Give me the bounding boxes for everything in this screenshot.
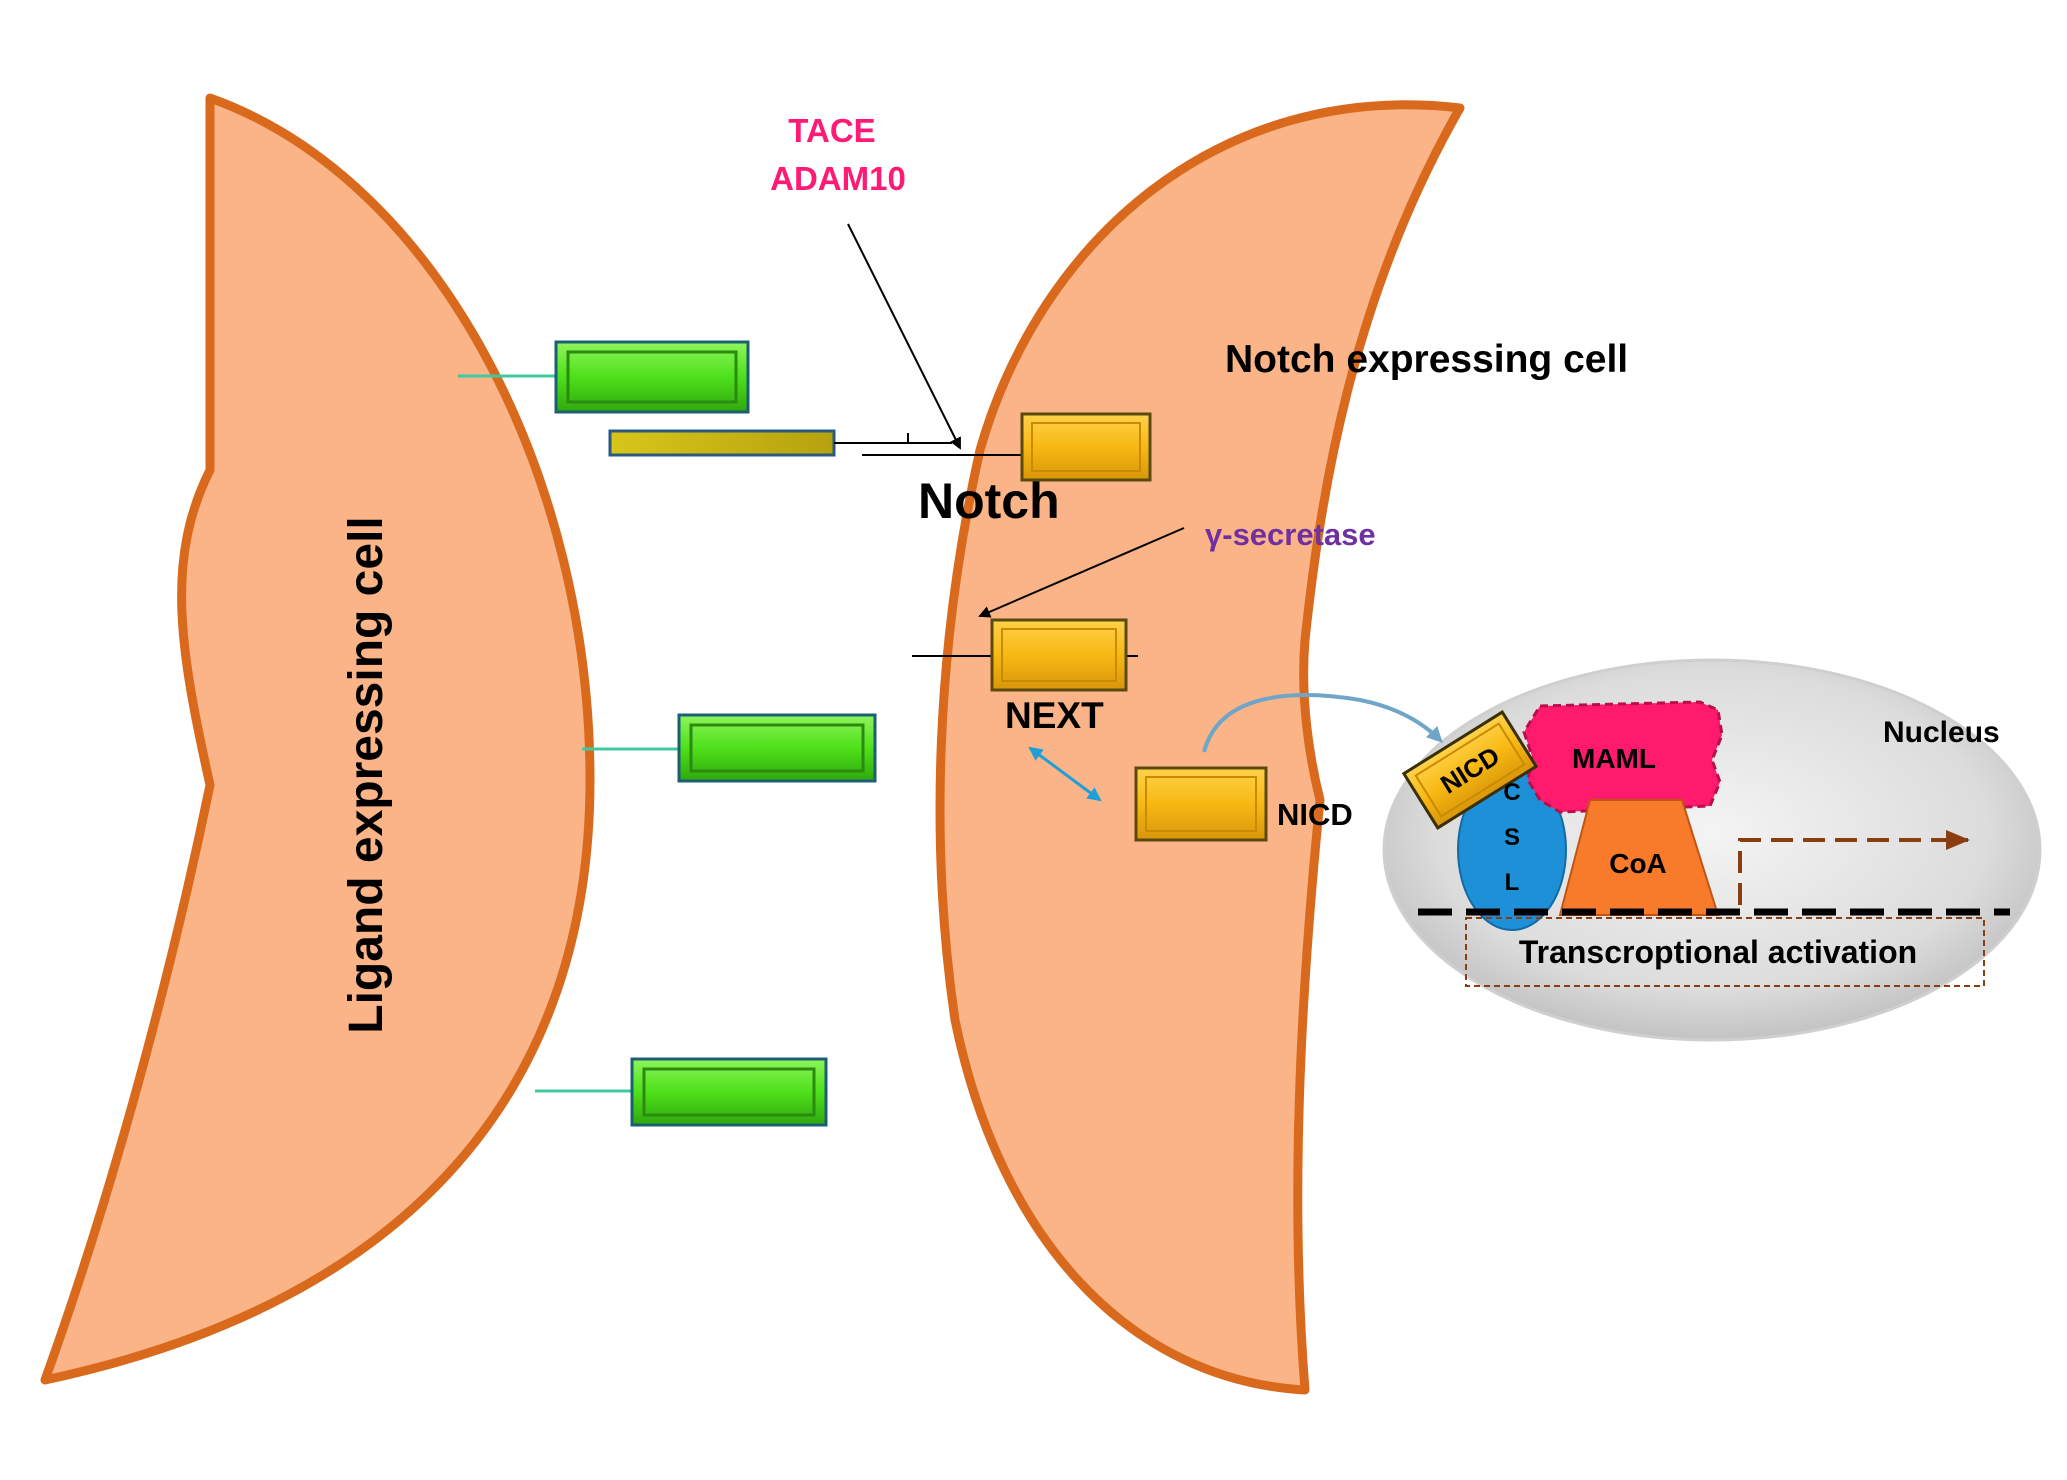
- transcription-box: [1465, 917, 1985, 987]
- nicd-label: NICD: [1277, 797, 1353, 832]
- ligand-box: [677, 713, 877, 783]
- nicd-bound-box: [1401, 710, 1539, 830]
- next-label: NEXT: [1005, 695, 1104, 736]
- csl-letter-c: C: [1503, 779, 1520, 806]
- csl-letter-l: L: [1505, 869, 1520, 896]
- csl-letter-s: S: [1504, 824, 1520, 851]
- notch-cell-shape: [935, 100, 1465, 1395]
- gamma-secretase-arrow: [978, 527, 1185, 618]
- adam10-label: ADAM10: [770, 160, 906, 197]
- maml-shape: [1522, 700, 1724, 814]
- nucleus-label: Nucleus: [1883, 716, 2000, 749]
- notch-intracellular-box: [1020, 412, 1152, 482]
- translocation-arrow: [1202, 693, 1443, 753]
- maml-label: MAML: [1572, 743, 1656, 774]
- notch-extracellular-bar: [608, 429, 836, 457]
- ligand-cell-shape: [40, 93, 595, 1385]
- tace-label: TACE: [788, 112, 875, 149]
- notch-cell-label: Notch expressing cell: [1225, 338, 1628, 381]
- nicd-box: [1134, 766, 1268, 842]
- transcription-arrow: [1738, 830, 1970, 905]
- gamma-secretase-label: γ-secretase: [1205, 517, 1376, 552]
- ligand-box: [554, 340, 750, 414]
- coa-label: CoA: [1609, 848, 1667, 879]
- transcription-label: Transcroptional activation: [1519, 934, 1917, 970]
- ligand-box: [630, 1057, 828, 1127]
- tace-arrow: [847, 223, 961, 450]
- cyan-double-arrow: [1028, 746, 1102, 802]
- notch-label: Notch: [918, 473, 1060, 529]
- ligand-cell-label: Ligand expressing cell: [340, 516, 393, 1034]
- next-box: [990, 618, 1128, 692]
